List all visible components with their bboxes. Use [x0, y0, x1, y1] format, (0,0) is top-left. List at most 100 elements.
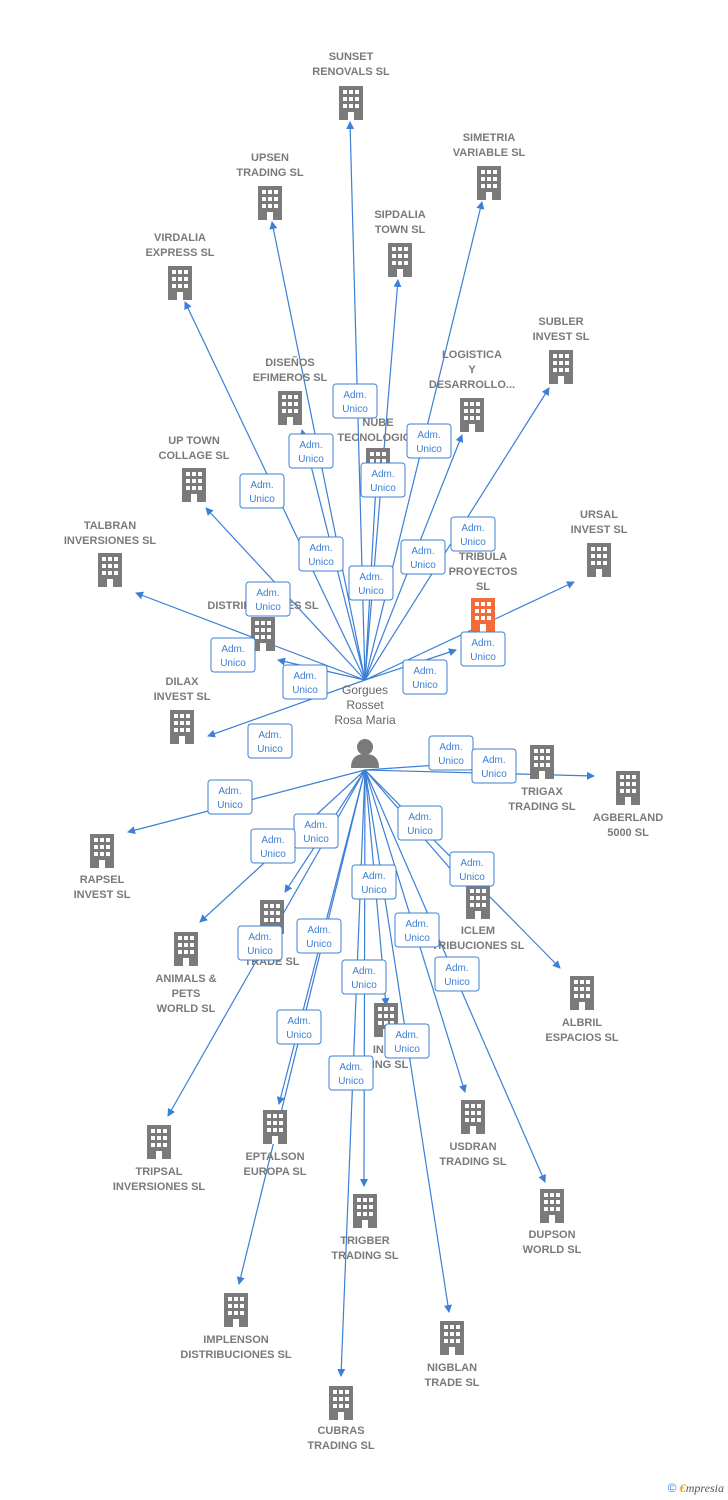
brand-logo[interactable]: €mpresia [680, 1481, 724, 1495]
building-icon[interactable] [587, 543, 611, 577]
building-icon[interactable] [440, 1321, 464, 1355]
company-name-line[interactable]: UPSEN [251, 152, 289, 164]
company-name-line[interactable]: DESARROLLO... [429, 379, 515, 391]
building-icon[interactable] [530, 745, 554, 779]
company-name-line[interactable]: ANIMALS & [155, 973, 216, 985]
company-name-line[interactable]: INVERSIONES SL [64, 535, 157, 547]
building-icon[interactable] [388, 243, 412, 277]
company-node-usdran[interactable]: USDRAN TRADING SL [439, 1100, 507, 1168]
company-name-line[interactable]: ICLEM [461, 925, 495, 937]
company-name-line[interactable]: RENOVALS SL [312, 66, 390, 78]
company-node-talbran[interactable]: TALBRAN INVERSIONES SL [64, 520, 157, 587]
building-icon[interactable] [329, 1386, 353, 1420]
building-icon[interactable] [549, 350, 573, 384]
building-icon[interactable] [278, 391, 302, 425]
building-icon[interactable] [616, 771, 640, 805]
company-name-line[interactable]: 5000 SL [607, 827, 649, 839]
building-icon[interactable] [540, 1189, 564, 1223]
company-name-line[interactable]: SIMETRIA [463, 132, 516, 144]
company-name-line[interactable]: INVERSIONES SL [113, 1181, 206, 1193]
building-icon[interactable] [339, 86, 363, 120]
company-name-line[interactable]: VIRDALIA [154, 232, 206, 244]
building-icon[interactable] [570, 976, 594, 1010]
company-name-line[interactable]: ESPACIOS SL [545, 1032, 618, 1044]
company-name-line[interactable]: NUBE [362, 417, 393, 429]
company-node-upsen[interactable]: UPSEN TRADING SL [236, 152, 304, 220]
building-icon[interactable] [170, 710, 194, 744]
company-name-line[interactable]: TRADING SL [331, 1250, 399, 1262]
company-node-nube[interactable]: NUBE TECNOLOGICA [337, 417, 419, 482]
company-name-line[interactable]: TRADING SL [307, 1440, 375, 1452]
building-icon[interactable] [353, 1194, 377, 1228]
building-icon[interactable] [466, 885, 490, 919]
building-icon[interactable] [147, 1125, 171, 1159]
company-name-line[interactable]: Y [468, 364, 476, 376]
company-name-line[interactable]: TRIPSAL [135, 1166, 182, 1178]
company-name-line[interactable]: EPTALSON [245, 1151, 304, 1163]
company-name-line[interactable]: TALBRAN [84, 520, 136, 532]
company-node-eptalson[interactable]: EPTALSON EUROPA SL [244, 1110, 307, 1178]
company-name-line[interactable]: RAPSEL [80, 874, 125, 886]
building-icon[interactable] [477, 166, 501, 200]
building-icon[interactable] [90, 834, 114, 868]
company-name-line[interactable]: TRADING SL [439, 1156, 507, 1168]
company-name-line[interactable]: TECNOLOGICA [337, 432, 418, 444]
company-name-line[interactable]: TOWN SL [375, 224, 426, 236]
company-node-sipdalia[interactable]: SIPDALIA TOWN SL [374, 209, 426, 277]
company-name-line[interactable]: WORLD SL [157, 1003, 216, 1015]
company-name-line[interactable]: SL [476, 581, 490, 593]
building-icon[interactable] [168, 266, 192, 300]
company-name-line[interactable]: INVEST SL [154, 691, 211, 703]
company-name-line[interactable]: VARIABLE SL [453, 147, 526, 159]
company-node-cubras[interactable]: CUBRAS TRADING SL [307, 1386, 375, 1452]
company-name-line[interactable]: NIGBLAN [427, 1362, 477, 1374]
footer-brand[interactable]: © €mpresia [668, 1481, 724, 1496]
company-name-line[interactable]: TRADE SL [425, 1377, 480, 1389]
center-person-node[interactable]: Gorgues Rosset Rosa Maria [334, 683, 396, 768]
company-name-line[interactable]: TRIBUCIONES SL [432, 940, 525, 952]
company-name-line[interactable]: EFIMEROS SL [253, 372, 328, 384]
company-name-line[interactable]: TRIGBER [340, 1235, 390, 1247]
company-name-line[interactable]: DUPSON [528, 1229, 575, 1241]
company-name-line[interactable]: COLLAGE SL [159, 450, 230, 462]
company-node-nigblan[interactable]: NIGBLAN TRADE SL [425, 1321, 480, 1389]
company-name-line[interactable]: SIPDALIA [374, 209, 425, 221]
building-icon[interactable] [460, 398, 484, 432]
company-name-line[interactable]: WORLD SL [523, 1244, 582, 1256]
building-icon[interactable] [471, 598, 495, 632]
company-name-line[interactable]: SUBLER [538, 316, 583, 328]
building-icon[interactable] [461, 1100, 485, 1134]
company-name-line[interactable]: PROYECTOS [449, 566, 518, 578]
company-name-line[interactable]: TRIBULA [459, 551, 507, 563]
company-name-line[interactable]: INVEST SL [533, 331, 590, 343]
company-node-tripsal[interactable]: TRIPSAL INVERSIONES SL [113, 1125, 206, 1193]
company-node-dupson[interactable]: DUPSON WORLD SL [523, 1189, 582, 1256]
person-icon[interactable] [351, 739, 379, 768]
company-node-trigber[interactable]: TRIGBER TRADING SL [331, 1194, 399, 1262]
company-node-agberland[interactable]: AGBERLAND 5000 SL [593, 771, 663, 839]
company-name-line[interactable]: TRIGAX [521, 786, 563, 798]
company-name-line[interactable]: CUBRAS [317, 1425, 364, 1437]
building-icon[interactable] [182, 468, 206, 502]
company-name-line[interactable]: LOGISTICA [442, 349, 502, 361]
company-name-line[interactable]: USDRAN [449, 1141, 496, 1153]
company-name-line[interactable]: INVEST SL [571, 524, 628, 536]
company-name-line[interactable]: EUROPA SL [244, 1166, 307, 1178]
building-icon[interactable] [98, 553, 122, 587]
company-name-line[interactable]: AGBERLAND [593, 812, 663, 824]
company-node-logistica[interactable]: LOGISTICA Y DESARROLLO... [429, 349, 515, 432]
building-icon[interactable] [224, 1293, 248, 1327]
company-name-line[interactable]: IMPLENSON [203, 1334, 268, 1346]
building-icon[interactable] [174, 932, 198, 966]
company-name-line[interactable]: TRADING SL [236, 167, 304, 179]
building-icon[interactable] [258, 186, 282, 220]
